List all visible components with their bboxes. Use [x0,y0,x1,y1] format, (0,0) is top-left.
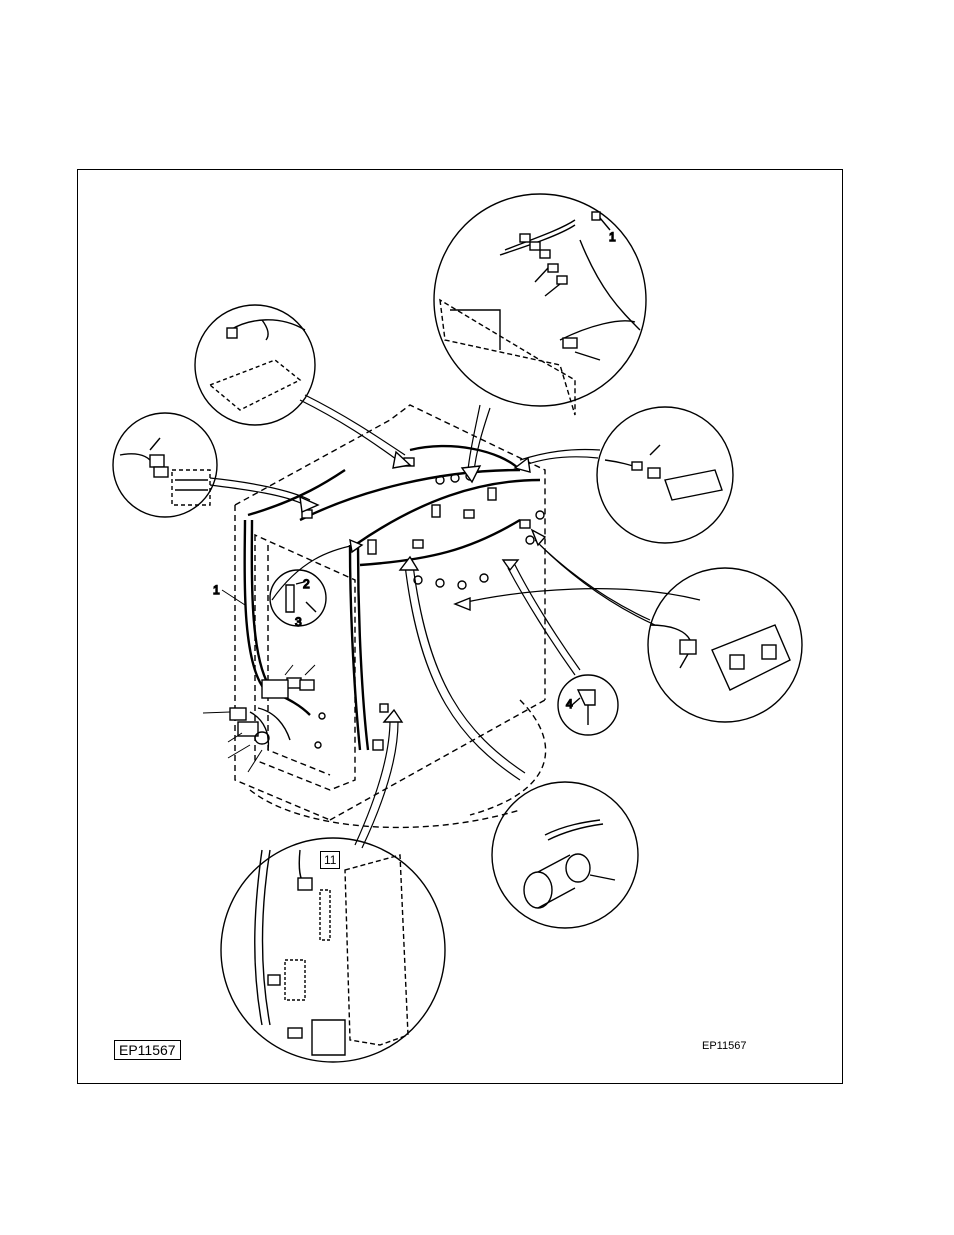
arrow-heads [300,452,545,722]
switch-assembly [230,680,290,750]
figure-id-plain: EP11567 [702,1040,746,1052]
figure-id-boxed: EP11567 [114,1040,181,1060]
callout-clip: 2 [303,577,310,591]
callout-panel-item: 11 [320,851,340,869]
detail-circle-motor [492,782,638,928]
detail-circle-left [113,413,217,517]
harness-terminals [315,472,544,748]
callout-top-detail-item: 1 [609,230,616,244]
detail-circle-far-right [648,568,802,722]
detail-circle-top [434,194,646,415]
harness-connectors [287,458,530,750]
callout-screw: 3 [295,615,302,629]
detail-circle-upper-left [195,305,315,425]
callout-bracket: 4 [566,697,573,711]
detail-circle-right [597,407,733,543]
callout-harness: 1 [213,583,220,597]
detail-circle-bottom [221,838,445,1062]
